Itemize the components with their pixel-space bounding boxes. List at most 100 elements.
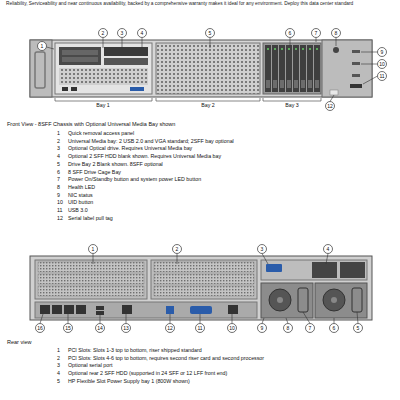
bay-bracket	[55, 98, 321, 101]
list-number: 6	[57, 169, 60, 175]
list-text: Drive Bay 2 Blank shown. 8SFF optional	[68, 161, 163, 167]
callout-number: 12	[327, 103, 333, 109]
section-heading: Rear view	[7, 339, 31, 345]
callout-number: 9	[261, 325, 264, 331]
leader-line	[40, 254, 358, 324]
callout-circle	[330, 324, 339, 333]
list-number: 5	[57, 378, 60, 384]
section-heading: Front View - 8SFF Chassis with Optional …	[7, 121, 175, 127]
callout-number: 7	[315, 30, 318, 36]
callout-number: 1	[41, 43, 44, 49]
list-text: Serial label pull tag	[68, 215, 113, 221]
callout-circle	[96, 324, 105, 333]
callout-circle	[312, 29, 321, 38]
callout-circle	[258, 324, 267, 333]
callout-number: 13	[123, 325, 129, 331]
list-number: 1	[57, 347, 60, 353]
list-text: Optional 2 SFF HDD blank shown. Requires…	[68, 153, 221, 159]
list-text: Quick removal access panel	[68, 130, 134, 136]
callout-number: 14	[97, 325, 103, 331]
callout-number: 8	[287, 325, 290, 331]
bay-label: Bay 3	[284, 102, 300, 108]
list-number: 4	[57, 153, 60, 159]
callout-circle	[258, 245, 267, 254]
callout-number: 5	[209, 30, 212, 36]
list-text: Universal Media bay: 2 USB 2.0 and VGA s…	[68, 138, 234, 144]
callout-number: 4	[327, 246, 330, 252]
list-number: 8	[57, 184, 60, 190]
front-chassis	[30, 40, 372, 97]
callout-number: 10	[379, 61, 385, 67]
callout-circle	[166, 324, 175, 333]
bay-label: Bay 1	[95, 102, 111, 108]
list-text: Optional rear 2 SFF HDD (supported in 24…	[68, 370, 227, 376]
callout-circle	[378, 48, 387, 57]
callout-number: 12	[167, 325, 173, 331]
callout-circle	[332, 29, 341, 38]
list-number: 3	[57, 145, 60, 151]
callout-circle	[89, 245, 98, 254]
callout-circle	[36, 324, 45, 333]
list-number: 3	[57, 362, 60, 368]
callout-number: 1	[92, 246, 95, 252]
list-number: 5	[57, 161, 60, 167]
list-text: UID button	[68, 199, 93, 205]
callout-circle	[326, 102, 335, 111]
callout-number: 4	[141, 30, 144, 36]
callout-number: 3	[261, 246, 264, 252]
rear-chassis	[30, 256, 372, 320]
callout-number: 8	[335, 30, 338, 36]
callout-number: 6	[333, 325, 336, 331]
callout-circle	[284, 324, 293, 333]
callout-number: 6	[289, 30, 292, 36]
list-text: PCI Slots: Slots 4-6 top to bottom, requ…	[68, 355, 264, 361]
list-text: NIC status	[68, 192, 93, 198]
callout-number: 11	[197, 325, 202, 331]
callout-number: 15	[65, 325, 71, 331]
callout-number: 2	[176, 246, 179, 252]
list-number: 4	[57, 370, 60, 376]
callout-number: 16	[37, 325, 43, 331]
callout-circle	[206, 29, 215, 38]
list-number: 11	[57, 207, 63, 213]
callout-circle	[378, 72, 387, 81]
intro-text: Reliability, Serviceability and near con…	[6, 1, 394, 7]
callout-circle	[306, 324, 315, 333]
list-text: Health LED	[68, 184, 95, 190]
list-text: 8 SFF Drive Cage Bay	[68, 169, 121, 175]
callout-circle	[99, 29, 108, 38]
callout-circle	[38, 42, 47, 51]
callout-circle	[196, 324, 205, 333]
list-number: 10	[57, 199, 63, 205]
callout-circle	[354, 324, 363, 333]
list-text: Optional serial port	[68, 362, 112, 368]
list-number: 2	[57, 355, 60, 361]
list-text: USB 3.0	[68, 207, 88, 213]
callout-circle	[324, 245, 333, 254]
list-number: 1	[57, 130, 60, 136]
list-text: Optional Optical drive. Requires Univers…	[68, 145, 192, 151]
list-number: 12	[57, 215, 63, 221]
callout-circle	[173, 245, 182, 254]
list-number: 2	[57, 138, 60, 144]
callout-circle	[378, 60, 387, 69]
list-number: 7	[57, 176, 60, 182]
list-text: PCI Slots: Slots 1-3 top to bottom, rise…	[68, 347, 202, 353]
bay-label: Bay 2	[200, 102, 216, 108]
list-text: Power On/Standby button and system power…	[68, 176, 201, 182]
callout-number: 5	[357, 325, 360, 331]
callout-number: 9	[381, 49, 384, 55]
callout-circle	[228, 324, 237, 333]
list-text: HP Flexible Slot Power Supply bay 1 (800…	[68, 378, 190, 384]
callout-circle	[286, 29, 295, 38]
callout-number: 11	[379, 73, 384, 79]
callout-number: 2	[102, 30, 105, 36]
list-number: 9	[57, 192, 60, 198]
callout-circle	[64, 324, 73, 333]
leader-line	[47, 38, 378, 102]
callout-circle	[118, 29, 127, 38]
callout-circle	[122, 324, 131, 333]
callout-circle	[138, 29, 147, 38]
callout-number: 10	[229, 325, 235, 331]
callout-number: 3	[121, 30, 124, 36]
